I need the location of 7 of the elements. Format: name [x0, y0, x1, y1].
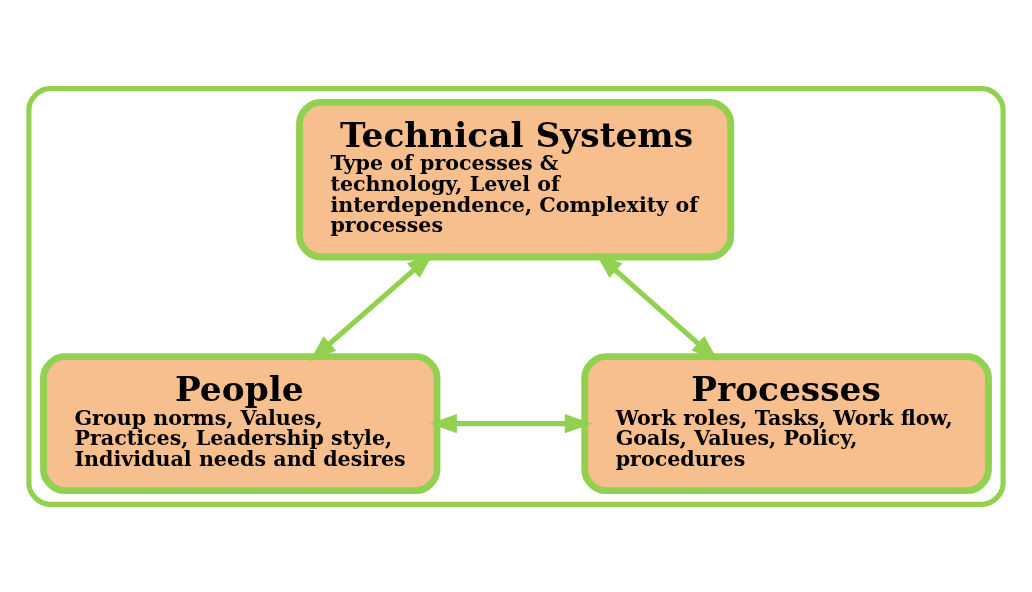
node-box: Technical Systems Type of processes & technology, Level of interdependence, Complexity of processes	[296, 98, 735, 260]
arrow	[429, 413, 593, 433]
arrow	[309, 251, 435, 362]
node-box: Processes Work roles, Tasks, Work flow, Goals, Values, Policy, procedures	[581, 352, 992, 494]
node-box: People Group norms, Values, Practices, Leadership style, Individual needs and desires	[40, 352, 441, 494]
cluster	[26, 85, 1006, 507]
arrow	[595, 251, 719, 362]
